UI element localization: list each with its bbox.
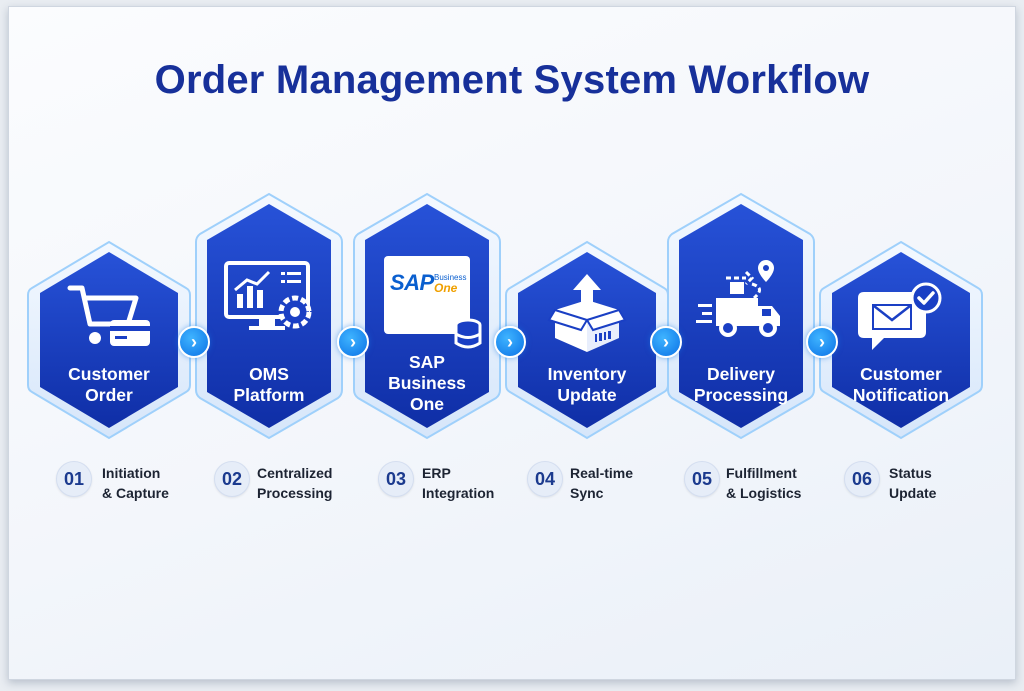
step-number-badge: 06 [844,461,880,497]
monitor-chart-gear-icon [196,260,342,336]
connector-arrow-icon: › [178,326,210,358]
envelope-chat-check-icon [820,282,982,354]
hexagon-shape [27,240,191,440]
connector-arrow-icon: › [806,326,838,358]
page-title: Order Management System Workflow [154,58,870,102]
connector-arrow-icon: › [494,326,526,358]
box-upload-icon [506,272,668,356]
step-number-badge: 05 [684,461,720,497]
step-caption: Fulfillment& Logistics [726,465,802,501]
sap-logo: SAP Business One [384,256,470,334]
sap-logo-icon: SAP Business One [354,256,500,334]
database-icon [454,318,482,349]
shopping-cart-icon [28,280,190,352]
step-number-badge: 02 [214,461,250,497]
step-caption: Initiation& Capture [102,465,169,501]
delivery-truck-icon [668,258,814,342]
step-number-badge: 04 [527,461,563,497]
connector-arrow-icon: › [650,326,682,358]
connector-arrow-icon: › [337,326,369,358]
step-number-badge: 01 [56,461,92,497]
step-number-badge: 03 [378,461,414,497]
